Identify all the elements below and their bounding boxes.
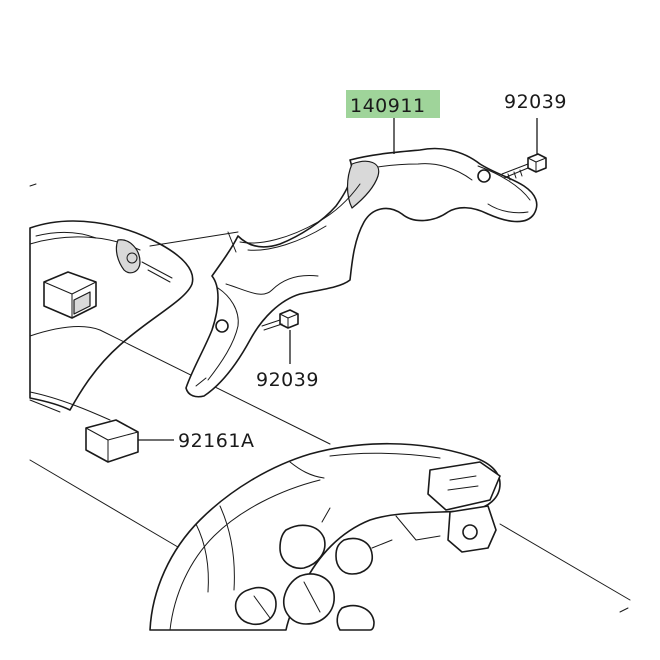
bolt-92039-lower [261,309,299,364]
tail-light-assembly [149,442,501,631]
part-number-label: 92161A [178,430,254,452]
bolt-92039-upper [501,118,547,181]
part-label-highlight [346,90,440,118]
tail-fairing [29,183,194,421]
part-number-label: 92039 [256,369,319,391]
reference-lines [29,231,631,613]
pad-92161A [85,419,174,463]
part-number-label: 92039 [504,91,567,113]
part-number-label: 140911 [350,95,426,117]
side-cover-140911 [185,147,538,398]
